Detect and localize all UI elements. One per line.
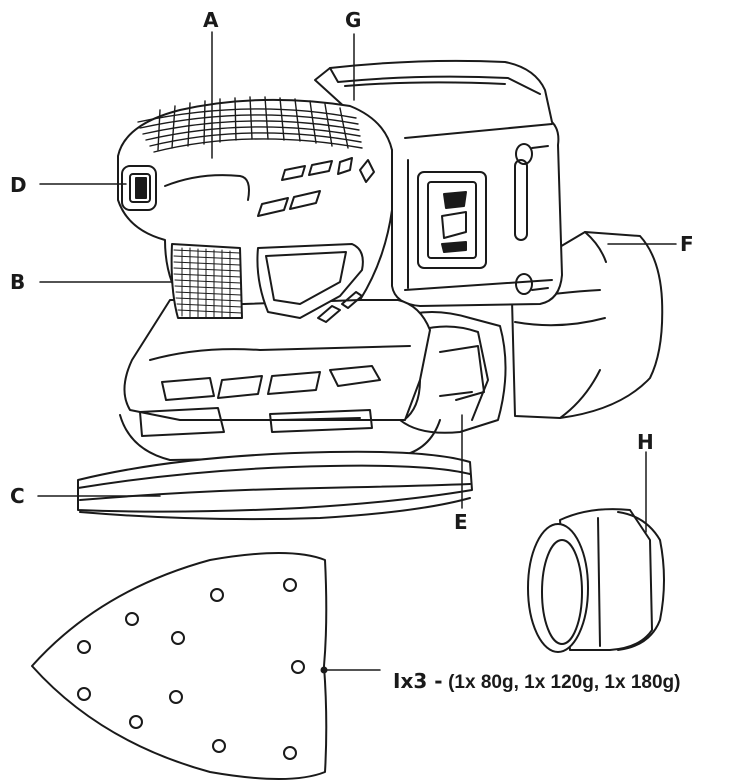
- leader-lines: [37, 31, 677, 671]
- sander-body: [117, 96, 441, 461]
- label-d: D: [10, 173, 27, 197]
- dust-adapter: [527, 508, 665, 653]
- sandpaper-note: Ix3 - (1x 80g, 1x 120g, 1x 180g): [393, 669, 680, 694]
- label-g: G: [345, 8, 362, 32]
- label-a: A: [203, 8, 219, 32]
- label-e: E: [454, 510, 468, 534]
- label-f: F: [680, 232, 694, 256]
- label-b: B: [10, 270, 26, 294]
- label-h: H: [637, 430, 654, 454]
- sanding-sheet: [31, 552, 328, 780]
- base-plate: [77, 450, 473, 521]
- sandpaper-quantity: Ix3 -: [393, 669, 443, 693]
- sandpaper-grits: (1x 80g, 1x 120g, 1x 180g): [448, 672, 681, 693]
- label-c: C: [10, 484, 25, 508]
- leader-dot: [320, 666, 328, 674]
